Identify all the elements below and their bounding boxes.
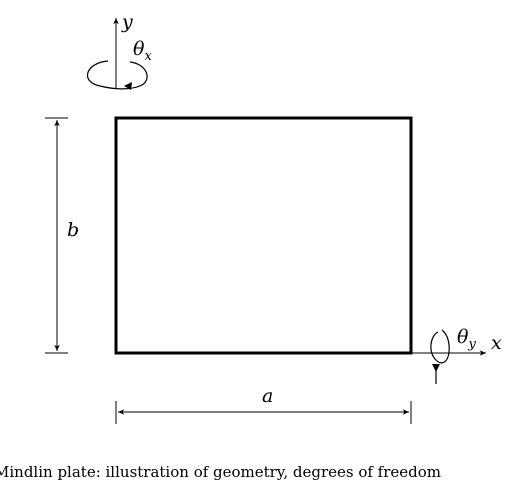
- theta-x-label: θx: [133, 38, 152, 64]
- dimension-a: a: [115, 385, 412, 424]
- x-axis-group: x θy: [411, 326, 502, 384]
- figure-caption: Mindlin plate: illustration of geometry,…: [0, 463, 441, 481]
- dimension-b-label: b: [67, 219, 79, 241]
- x-axis-label: x: [491, 332, 502, 354]
- theta-x-rotation-arrow: [87, 60, 148, 90]
- dimension-a-label: a: [262, 385, 273, 407]
- theta-x-arrowhead: [124, 82, 132, 90]
- y-axis-group: y θx: [87, 11, 152, 90]
- theta-y-label: θy: [457, 326, 476, 352]
- plate-rectangle: [114, 116, 413, 355]
- dimension-b: b: [45, 117, 79, 354]
- y-axis-label: y: [121, 11, 133, 33]
- theta-y-rotation-arrow: [430, 329, 450, 364]
